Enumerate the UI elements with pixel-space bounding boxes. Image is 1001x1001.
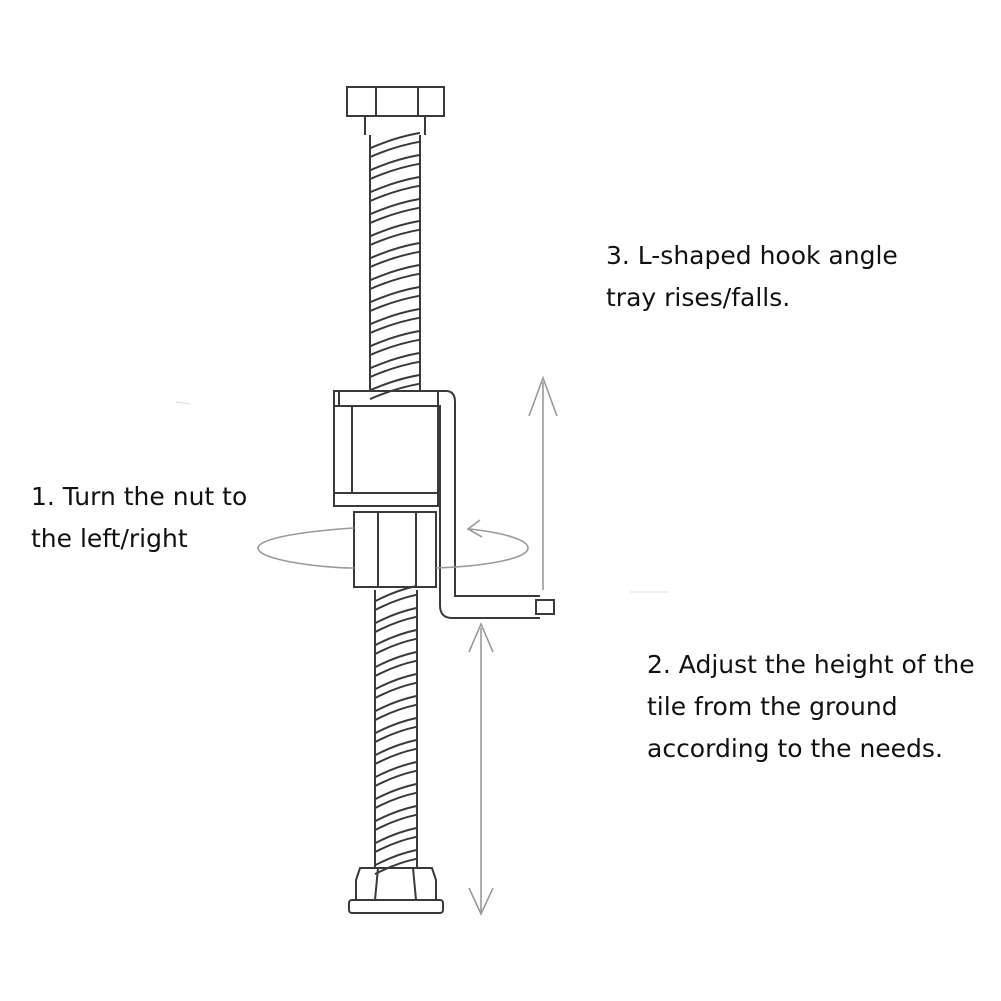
thread-ridge xyxy=(369,131,421,150)
thread-ridge xyxy=(369,373,421,392)
thread-ridge xyxy=(369,250,421,269)
thread-ridge xyxy=(374,791,418,809)
step-1-line-1: 1. Turn the nut to xyxy=(31,482,248,511)
thread-ridge xyxy=(374,615,418,633)
thread-ridge xyxy=(374,659,418,677)
thread-ridge xyxy=(369,307,421,326)
thread-ridge xyxy=(369,197,421,216)
thread-ridge xyxy=(369,316,421,335)
thread-ridge xyxy=(374,681,418,699)
thread-ridge xyxy=(374,725,418,743)
step-2-line-2: tile from the ground xyxy=(647,692,898,721)
step-2-line-1: 2. Adjust the height of the xyxy=(647,650,975,679)
thread-ridge xyxy=(374,769,418,787)
double-arrow-icon xyxy=(468,621,494,916)
thread-ridge xyxy=(369,285,421,304)
top-hex-head xyxy=(346,86,445,117)
step-2-label: 2. Adjust the height of the tile from th… xyxy=(647,644,975,770)
thread-ridge xyxy=(374,848,418,867)
adjusting-nut xyxy=(353,511,437,588)
thread-ridge xyxy=(374,703,418,721)
thread-ridge xyxy=(374,813,418,831)
bottom-hex-nut xyxy=(355,867,437,901)
thread-ridge xyxy=(369,228,421,247)
step-3-label: 3. L-shaped hook angle tray rises/falls. xyxy=(606,235,898,319)
step-2-line-3: according to the needs. xyxy=(647,734,943,763)
thread-ridge xyxy=(374,747,418,765)
step-3-line-2: tray rises/falls. xyxy=(606,283,791,312)
thread-ridge xyxy=(369,329,421,348)
l-shaped-hook xyxy=(333,390,555,619)
rotation-arrow-icon xyxy=(257,519,529,569)
thread-ridge xyxy=(369,184,421,203)
threaded-bolt-icon xyxy=(346,86,445,914)
thread-ridge xyxy=(374,584,418,603)
step-3-line-1: 3. L-shaped hook angle xyxy=(606,241,898,270)
upper-thread xyxy=(369,131,421,401)
thread-ridge xyxy=(369,294,421,313)
thread-ridge xyxy=(374,738,418,757)
thread-ridge xyxy=(374,782,418,801)
thread-ridge xyxy=(374,628,418,647)
thread-ridge xyxy=(369,140,421,159)
thread-ridge xyxy=(374,672,418,691)
thread-ridge xyxy=(374,716,418,735)
thread-ridge xyxy=(369,263,421,282)
thread-ridge xyxy=(369,241,421,260)
thread-ridge xyxy=(374,650,418,669)
lower-thread xyxy=(374,584,418,875)
thread-ridge xyxy=(374,826,418,845)
thread-ridge xyxy=(369,162,421,181)
thread-ridge xyxy=(374,857,418,875)
thread-ridge xyxy=(374,760,418,779)
thread-ridge xyxy=(369,382,421,401)
thread-ridge xyxy=(369,153,421,172)
thread-ridge xyxy=(374,593,418,611)
thread-ridge xyxy=(369,219,421,238)
up-arrow-icon xyxy=(528,375,558,590)
thread-ridge xyxy=(374,835,418,853)
thread-ridge xyxy=(374,637,418,655)
thread-ridge xyxy=(374,606,418,625)
thread-ridge xyxy=(369,351,421,370)
thread-ridge xyxy=(374,694,418,713)
thread-ridge xyxy=(369,338,421,357)
step-1-line-2: the left/right xyxy=(31,524,188,553)
thread-ridge xyxy=(374,804,418,823)
thread-ridge xyxy=(369,272,421,291)
thread-ridge xyxy=(369,175,421,194)
bottom-base-plate xyxy=(348,899,444,914)
thread-ridge xyxy=(369,360,421,379)
step-1-label: 1. Turn the nut to the left/right xyxy=(31,476,247,560)
thread-ridge xyxy=(369,206,421,225)
